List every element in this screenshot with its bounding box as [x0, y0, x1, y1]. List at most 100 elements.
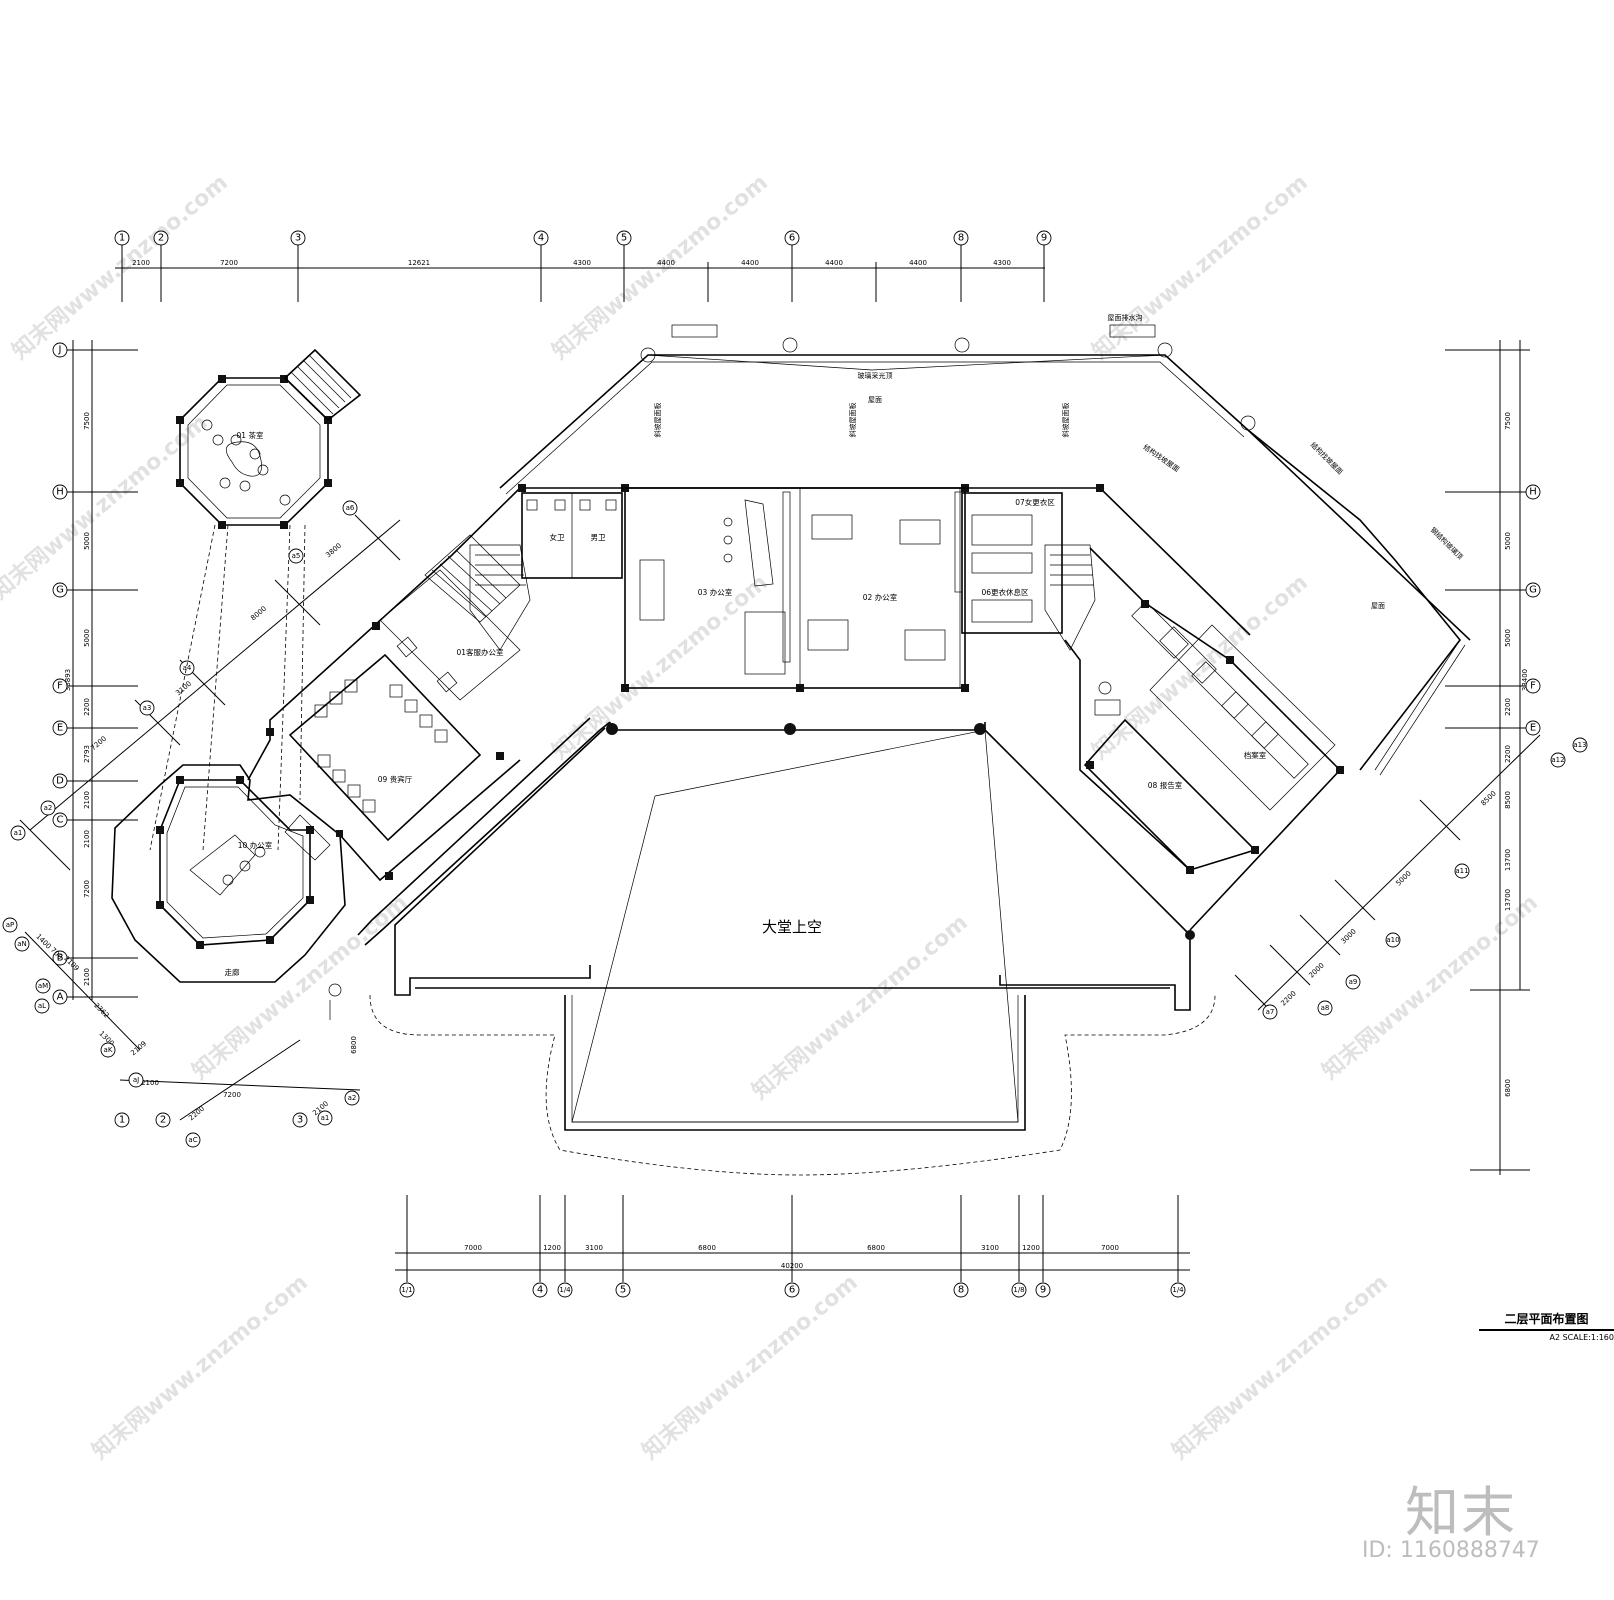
dimension-label: 4300: [573, 259, 591, 267]
roof-label: 玻璃采光顶: [858, 371, 893, 380]
image-id-label: ID: 1160888747: [1362, 1538, 1540, 1563]
watermark-text: 知末网www.znzmo.com: [747, 909, 973, 1104]
watermark-text: 知末网www.znzmo.com: [1087, 169, 1313, 364]
room-label-report-room: 08 报告室: [1148, 780, 1183, 790]
roof-diagonal-label: 钢结构玻璃顶: [1429, 525, 1465, 561]
axis-label: 1/8: [1013, 1286, 1024, 1294]
axis-label: a8: [1321, 1004, 1330, 1012]
axis-label: 3: [295, 233, 301, 244]
dimension-label: 4400: [741, 259, 759, 267]
axis-label: 1/4: [559, 1286, 571, 1294]
axis-label: a9: [1349, 978, 1358, 986]
room-label-women-change: 07女更衣区: [1015, 497, 1055, 507]
room-label-women-wc: 女卫: [550, 532, 565, 542]
roof-edge-label: 斜坡屋面板: [653, 403, 662, 438]
office-10-octagon: 10 办公室 走廊: [111, 764, 346, 983]
room-label-archive: 档案室: [1244, 750, 1267, 760]
dimension-label: 2100: [83, 830, 91, 848]
dimension-label: 7200: [83, 880, 91, 898]
axis-label: 1: [119, 233, 125, 244]
bottom-dimension-chain: 7000 1200 3100 6800 6800 3100 1200 7000 …: [395, 1195, 1190, 1298]
ridge-label: 屋面排水沟: [1108, 313, 1143, 322]
dimension-label: 6800: [1504, 1079, 1512, 1097]
dimension-total: 33893: [64, 669, 72, 691]
axis-label: a3: [143, 704, 152, 712]
dimension-total: 33400: [1521, 669, 1529, 691]
dimension-label: 3100: [174, 680, 193, 698]
dimension-label: 8500: [1504, 791, 1512, 809]
dimension-label: 4300: [993, 259, 1011, 267]
dimension-label: 2100: [132, 259, 150, 267]
axis-label: 5: [621, 233, 627, 244]
dimension-label: 7200: [220, 259, 238, 267]
dimension-label: 2100: [83, 968, 91, 986]
bridge-dashed-lines: [149, 524, 306, 851]
roof-note: 屋面: [868, 396, 882, 404]
dimension-label: 2200: [83, 698, 91, 716]
dimension-label: 2200: [1504, 745, 1512, 763]
dimension-label: 7000: [1101, 1244, 1119, 1252]
watermark-text: 知末网www.znzmo.com: [87, 1269, 313, 1464]
axis-label: D: [56, 776, 64, 787]
axis-label: aM: [38, 982, 48, 990]
roof-note: 屋面: [1371, 602, 1385, 610]
dimension-label: 3100: [981, 1244, 999, 1252]
dimension-label: 4400: [825, 259, 843, 267]
misc-marks: [328, 983, 342, 1020]
brand-watermark-logo: 知末: [1405, 1481, 1517, 1544]
axis-label: a11: [1455, 867, 1468, 875]
dimension-label: 8000: [249, 605, 268, 623]
title-block: 二层平面布置图 A2 SCALE:1:160: [1479, 1310, 1614, 1342]
dimension-label: 1400: [34, 932, 52, 950]
axis-label: J: [58, 345, 62, 356]
dimension-label: 1200: [1022, 1244, 1040, 1252]
drawing-scale: A2 SCALE:1:160: [1549, 1333, 1614, 1342]
dimension-label: 3100: [585, 1244, 603, 1252]
axis-label: 2: [158, 233, 164, 244]
axis-label: A: [57, 992, 64, 1003]
sofa-group: [314, 679, 448, 813]
axis-label: 4: [537, 1285, 543, 1296]
axis-label: a4: [183, 664, 192, 672]
right-dimension-chain: 7500 5000 5000 2200 2200 8500 13700 1370…: [1445, 340, 1541, 1175]
watermark-text: 知末网www.znzmo.com: [1167, 1269, 1393, 1464]
roof-diagonal-label: 结构找坡屋面: [1309, 440, 1345, 476]
dimension-label: 7500: [1504, 412, 1512, 430]
watermark-text: 知末网www.znzmo.com: [1087, 569, 1313, 764]
bottom-axis-bubbles: 1/1 4 1/4 5 6 8 1/8 9 1/4: [399, 1282, 1186, 1298]
axis-label: E: [57, 723, 63, 734]
dimension-label: 1200: [543, 1244, 561, 1252]
watermark-text: 知末网www.znzmo.com: [7, 169, 233, 364]
axis-label: 2: [160, 1115, 166, 1126]
drawing-title: 二层平面布置图: [1479, 1310, 1614, 1331]
axis-label: 1/1: [401, 1286, 412, 1294]
axis-label: H: [1529, 487, 1537, 498]
dimension-label: 5000: [83, 532, 91, 550]
room-label-office-02: 02 办公室: [863, 592, 898, 602]
axis-label: a6: [346, 504, 355, 512]
room-label-office-10: 10 办公室: [238, 840, 273, 850]
axis-label: F: [1530, 681, 1536, 692]
tea-room-octagon: 01 茶室: [176, 348, 362, 529]
hall-void-label: 大堂上空: [762, 918, 822, 936]
dimension-label: 8500: [1479, 789, 1497, 807]
roof-diagonal-label: 结构找坡屋面: [1142, 442, 1182, 473]
axis-label: a13: [1573, 741, 1586, 749]
dimension-label: 3800: [324, 542, 343, 560]
hall-void: 大堂上空: [369, 722, 1216, 1176]
axis-label: aP: [6, 921, 15, 929]
dimension-label: 7500: [83, 412, 91, 430]
room-label-service-office: 01客服办公室: [456, 647, 504, 657]
axis-label: 8: [958, 1285, 964, 1296]
dimension-label: 2200: [1279, 989, 1297, 1007]
dimension-label: 7200: [223, 1091, 241, 1099]
dimension-label: 6800: [350, 1036, 358, 1054]
top-axis-bubbles: 1 2 3 4 5 6 8 9: [114, 230, 1052, 246]
axis-label: 4: [538, 233, 544, 244]
watermark-text: 知末网www.znzmo.com: [187, 889, 413, 1084]
dimension-label: 2793: [83, 745, 91, 763]
axis-label: 6: [789, 1285, 795, 1296]
watermark-text: 知末网www.znzmo.com: [547, 169, 773, 364]
axis-label: a2: [44, 804, 53, 812]
watermark-text: 知末网www.znzmo.com: [547, 569, 773, 764]
